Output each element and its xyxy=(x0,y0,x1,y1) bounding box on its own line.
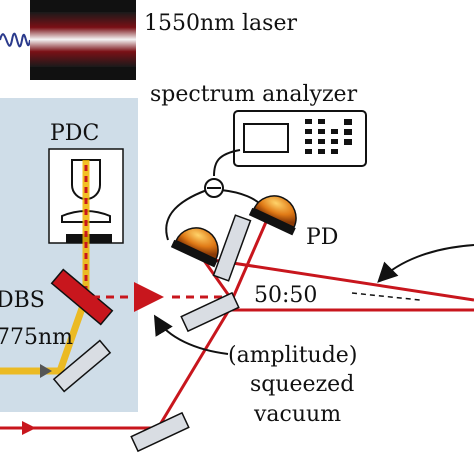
mirror-icon xyxy=(130,411,190,453)
analyzer-cable xyxy=(213,149,241,177)
amplitude-label: (amplitude) xyxy=(228,343,357,368)
lo-beam-diagonal xyxy=(156,304,234,429)
split-ratio-label: 50:50 xyxy=(254,283,317,308)
pump-direction-arrow xyxy=(40,364,52,378)
laser-source-icon xyxy=(30,0,136,80)
pdc-label: PDC xyxy=(50,121,99,146)
beam-splitter-icon xyxy=(180,291,240,333)
pointer-arrow-right xyxy=(377,244,474,283)
pump-beam-775nm xyxy=(0,160,90,375)
squeezed-vacuum-pointer xyxy=(153,314,229,355)
photodiode-icon xyxy=(248,195,297,236)
mirror-icon xyxy=(52,339,112,393)
dbs-label: DBS xyxy=(0,288,45,313)
reference-beam-upper xyxy=(199,256,474,302)
dashed-reference-line xyxy=(351,292,421,301)
spectrum-analyzer-icon xyxy=(233,110,367,167)
mixer-icon xyxy=(204,178,224,198)
laser-input-wave xyxy=(0,32,31,48)
squeezed-label: squeezed xyxy=(250,372,354,397)
detector-cable-left xyxy=(165,189,208,241)
pd-label: PD xyxy=(306,225,338,250)
photodiode-icon xyxy=(170,227,219,268)
lo-direction-arrow xyxy=(22,421,36,435)
beam-to-pd-right xyxy=(230,221,268,301)
spectrum-analyzer-label: spectrum analyzer xyxy=(150,82,358,107)
vacuum-label: vacuum xyxy=(253,402,341,427)
beam-splitter-icon xyxy=(212,214,252,282)
wavelength-label: 775nm xyxy=(0,325,73,350)
laser-label: 1550nm laser xyxy=(144,11,297,36)
beam-splitter-icon xyxy=(50,268,114,326)
